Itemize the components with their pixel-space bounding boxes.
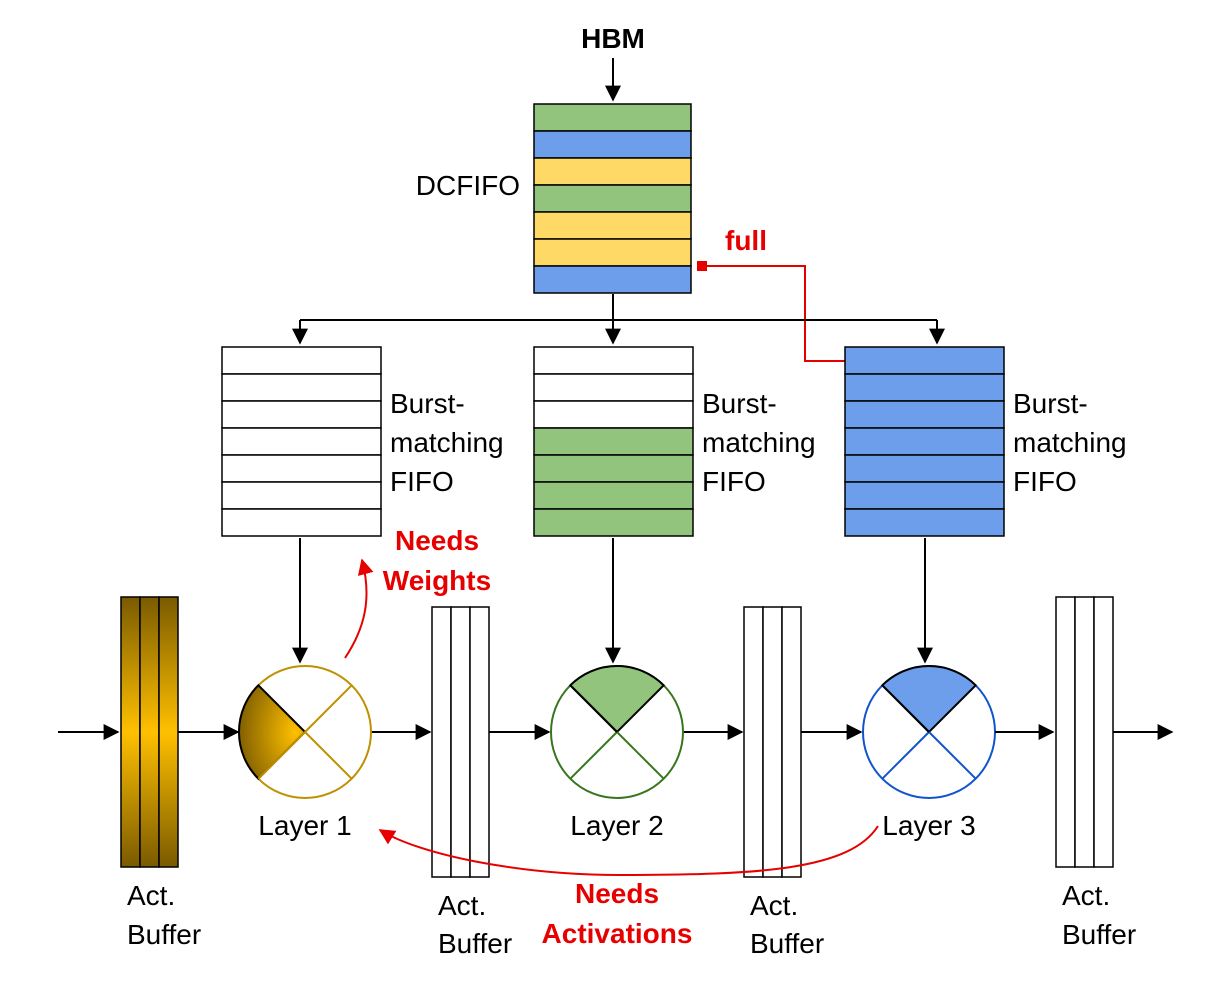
dcfifo-slot xyxy=(533,211,692,240)
act-buffer-lane xyxy=(781,606,802,878)
act-buffer-3: Act. Buffer xyxy=(743,606,824,959)
layers: Layer 1 Layer 2 Layer 3 xyxy=(238,665,996,841)
dcfifo-slot xyxy=(533,184,692,213)
fifo-slot xyxy=(221,400,382,429)
act-buffer-label: Buffer xyxy=(127,919,201,950)
dcfifo-slot xyxy=(533,130,692,159)
fifo-slot xyxy=(221,373,382,402)
layer-3: Layer 3 xyxy=(862,665,996,841)
hbm-label: HBM xyxy=(581,23,645,54)
dcfifo-slot xyxy=(533,103,692,132)
dcfifo-slot xyxy=(533,157,692,186)
layer-2: Layer 2 xyxy=(550,665,684,841)
fifo-slot xyxy=(533,373,694,402)
burst-matching-fifos: Burst-matchingFIFOBurst-matchingFIFOBurs… xyxy=(221,346,1127,537)
burst-fifo-label: matching xyxy=(1013,427,1127,458)
fifo-slot xyxy=(221,346,382,375)
fifo-slot xyxy=(844,427,1005,456)
burst-fifo-label: matching xyxy=(390,427,504,458)
act-buffer-4: Act. Buffer xyxy=(1055,596,1136,950)
layer-divider xyxy=(928,731,977,780)
act-buffer-lane xyxy=(762,606,783,878)
needs-activations-line2: Activations xyxy=(542,918,693,949)
fifo-slot xyxy=(844,373,1005,402)
layer-active-wedge xyxy=(880,665,978,734)
burst-fifo-label: FIFO xyxy=(702,466,766,497)
dcfifo-label: DCFIFO xyxy=(416,170,520,201)
needs-weights-arrow xyxy=(344,558,374,659)
act-buffer-label: Act. xyxy=(750,890,798,921)
full-signal-line xyxy=(702,265,845,362)
fifo-slot xyxy=(844,346,1005,375)
act-buffer-lane xyxy=(1074,596,1095,868)
layer-label: Layer 1 xyxy=(258,810,351,841)
fifo-slot xyxy=(844,481,1005,510)
fifo-slot xyxy=(533,346,694,375)
needs-activations-arrow xyxy=(378,825,879,877)
layer-divider xyxy=(616,731,665,780)
fifo-slot xyxy=(533,427,694,456)
fifo-slot xyxy=(221,427,382,456)
full-signal-port xyxy=(697,261,707,271)
fifo-slot xyxy=(844,400,1005,429)
act-buffer-lane xyxy=(158,596,179,868)
fifo-slot xyxy=(844,508,1005,537)
dcfifo-slot xyxy=(533,265,692,294)
fifo-slot xyxy=(533,481,694,510)
needs-weights-line1: Needs xyxy=(395,525,479,556)
fifo-slot xyxy=(533,454,694,483)
act-buffer-lane xyxy=(469,606,490,878)
layer-1: Layer 1 xyxy=(238,665,372,841)
act-buffer-label: Act. xyxy=(438,890,486,921)
layer-divider xyxy=(569,731,618,780)
needs-weights-line2: Weights xyxy=(383,565,491,596)
act-buffer-2: Act. Buffer xyxy=(431,606,512,959)
act-buffer-label: Buffer xyxy=(1062,919,1136,950)
layer-divider xyxy=(304,731,353,780)
burst-fifo-label: Burst- xyxy=(1013,388,1088,419)
layer-divider xyxy=(304,684,353,733)
act-buffer-lane xyxy=(1093,596,1114,868)
act-buffer-label: Act. xyxy=(127,880,175,911)
burst-fifo-label: Burst- xyxy=(702,388,777,419)
needs-activations-line1: Needs xyxy=(575,878,659,909)
act-buffer-lane xyxy=(431,606,452,878)
fifo-slot xyxy=(533,400,694,429)
fifo-slot xyxy=(533,508,694,537)
act-buffer-lane xyxy=(743,606,764,878)
fifo-slot xyxy=(221,481,382,510)
fifo-slot xyxy=(844,454,1005,483)
act-buffer-lane xyxy=(120,596,141,868)
burst-fifo-label: matching xyxy=(702,427,816,458)
act-buffer-lane xyxy=(450,606,471,878)
act-buffer-lane xyxy=(139,596,160,868)
layer-divider xyxy=(257,731,306,780)
layer-divider xyxy=(881,684,930,733)
burst-fifo-label: FIFO xyxy=(390,466,454,497)
layer-label: Layer 3 xyxy=(882,810,975,841)
burst-fifo-label: Burst- xyxy=(390,388,465,419)
act-buffer-lane xyxy=(1055,596,1076,868)
layer-active-wedge xyxy=(568,665,666,734)
fifo-slot xyxy=(221,508,382,537)
layer-divider xyxy=(881,731,930,780)
layer-label: Layer 2 xyxy=(570,810,663,841)
fifo-slot xyxy=(221,454,382,483)
dcfifo xyxy=(533,103,692,294)
dcfifo-slot xyxy=(533,238,692,267)
act-buffer-label: Buffer xyxy=(750,928,824,959)
act-buffer-1: Act. Buffer xyxy=(120,596,201,950)
layer-divider xyxy=(569,684,618,733)
act-buffer-label: Buffer xyxy=(438,928,512,959)
activation-buffers: Act. Buffer Act. Buffer Act. Buffer Act. Buffer xyxy=(120,596,1136,959)
full-label: full xyxy=(725,225,767,256)
act-buffer-label: Act. xyxy=(1062,880,1110,911)
burst-fifo-label: FIFO xyxy=(1013,466,1077,497)
